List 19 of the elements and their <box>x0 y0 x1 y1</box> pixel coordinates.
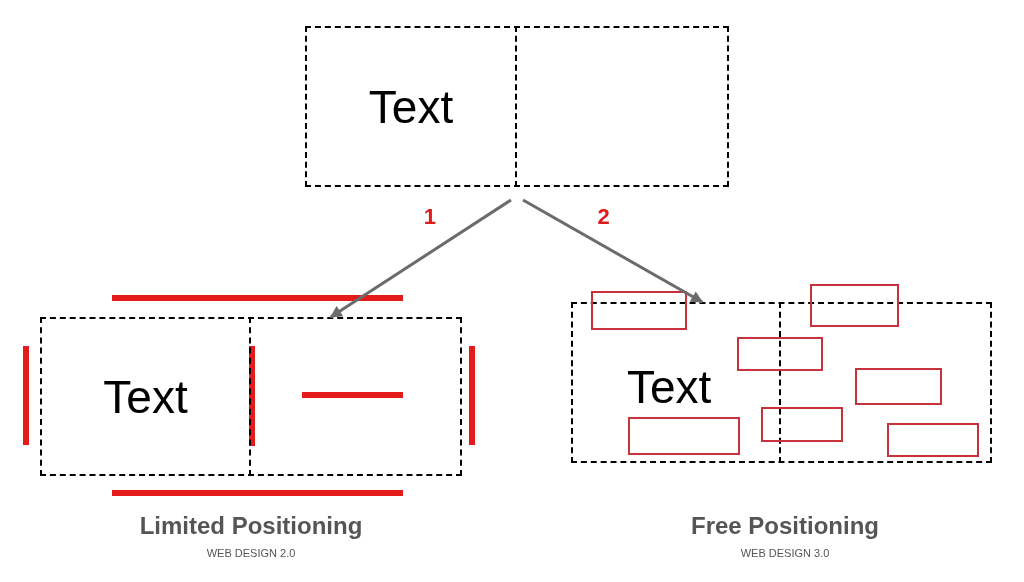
layout-frame <box>40 317 462 476</box>
element-rectangle <box>855 368 942 405</box>
element-rectangle <box>810 284 899 327</box>
layout-subcaption: WEB DESIGN 3.0 <box>740 546 830 561</box>
layout-frame <box>305 26 729 187</box>
layout-caption: Limited Positioning <box>139 511 363 541</box>
arrow <box>329 198 512 319</box>
cell-text: Text <box>103 373 188 420</box>
layout-frame <box>571 302 992 463</box>
cell-text: Text <box>368 83 454 130</box>
element-rectangle <box>737 337 823 371</box>
element-rectangle <box>761 407 843 442</box>
arrow <box>522 198 704 304</box>
cell-text: Text <box>627 363 712 410</box>
element-rectangle <box>628 417 740 455</box>
layout-subcaption: WEB DESIGN 2.0 <box>206 546 296 561</box>
element-rectangle <box>887 423 979 457</box>
element-rectangle <box>591 291 687 330</box>
layout-caption: Free Positioning <box>691 511 879 541</box>
